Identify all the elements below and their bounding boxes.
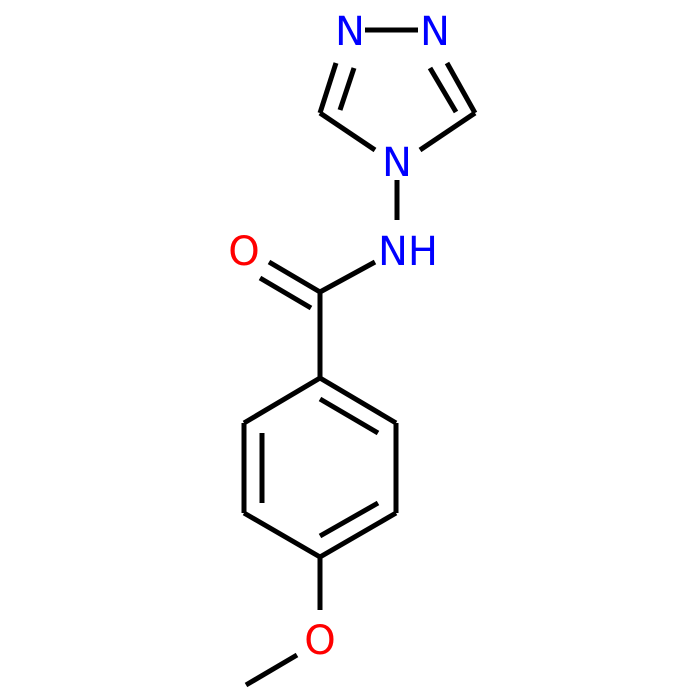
bond-c-o-carbonyl bbox=[267, 259, 322, 295]
bond-ring-4 bbox=[242, 510, 322, 560]
atom-labels: N N N NH O O bbox=[228, 9, 450, 664]
atom-label-n-triazole-right: N bbox=[420, 9, 450, 55]
atom-label-o-carbonyl: O bbox=[228, 229, 259, 275]
bond-ring-1 bbox=[318, 375, 398, 426]
bond-ring-3 bbox=[318, 510, 398, 560]
bond-ring-3-double bbox=[318, 500, 380, 539]
bond-nh-c-carbonyl bbox=[318, 259, 377, 295]
bond-n2-c3 bbox=[444, 61, 478, 115]
bond-n1-c5 bbox=[317, 62, 339, 114]
bond-n1-c5-double bbox=[337, 67, 357, 111]
bond-c-o-carbonyl-double bbox=[258, 275, 313, 311]
bonds bbox=[241, 27, 478, 688]
atom-label-o-methoxy: O bbox=[304, 618, 335, 664]
atom-label-n-triazole-left: N bbox=[335, 9, 365, 55]
bond-n2-c3-double bbox=[427, 66, 459, 114]
bond-ring-6 bbox=[242, 375, 322, 426]
bond-o-methyl bbox=[244, 652, 299, 688]
bond-c5-n4 bbox=[318, 110, 377, 153]
bond-c3-n4 bbox=[418, 110, 477, 153]
atom-label-nh-amide: NH bbox=[378, 229, 438, 275]
bond-ring-1-double bbox=[318, 396, 380, 436]
atom-label-n-triazole-bottom: N bbox=[382, 140, 412, 186]
